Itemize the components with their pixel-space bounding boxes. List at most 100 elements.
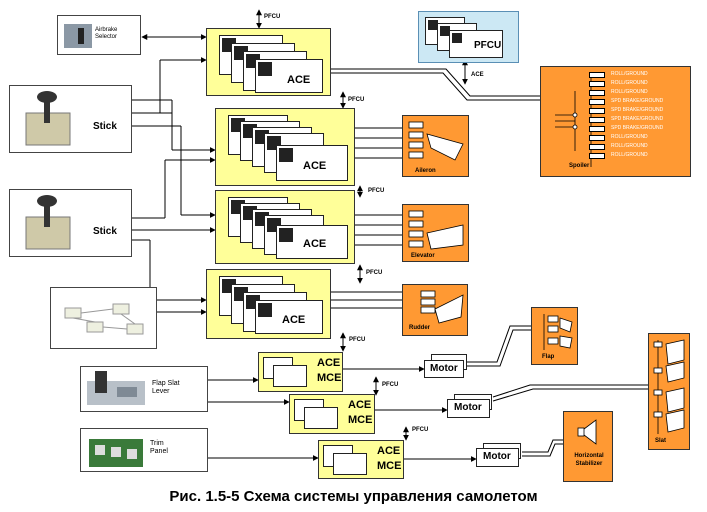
ace-elevator-unit: ACE (215, 190, 355, 264)
stick-icon (25, 91, 71, 146)
spoiler-line-label: ROLL/GROUND (611, 80, 648, 86)
ace-label: ACE (303, 160, 327, 172)
stick-panel-1 (9, 85, 132, 153)
ace-card (255, 300, 323, 334)
ace-mce-stabilizer-unit: ACE MCE (318, 440, 404, 479)
motor-label: Motor (430, 363, 458, 374)
spoiler-line-label: SPD BRAKE/GROUND (611, 107, 664, 113)
rudder-actuator-icon (420, 290, 464, 324)
ace-label: ACE (303, 238, 327, 250)
stabilizer-actuator-icon (577, 419, 597, 445)
trim-panel (80, 428, 208, 472)
ace-mce-slat-unit: ACE MCE (289, 394, 375, 434)
mce-card (333, 453, 367, 475)
flap-surface: Flap (531, 307, 578, 365)
pfcu-label: PFCU (348, 97, 365, 103)
pfcu-unit: PFCU (418, 11, 519, 63)
motor-flap: Motor (424, 360, 464, 378)
mce-label: MCE (377, 460, 402, 472)
pfcu-label: PFCU (368, 188, 385, 194)
ace-bus-label: ACE (471, 72, 484, 78)
rudder-pedals-icon (64, 303, 144, 335)
pfcu-label: PFCU (382, 382, 399, 388)
spoiler-line-label: ROLL/GROUND (611, 134, 648, 140)
flap-slat-lever-icon (87, 371, 145, 405)
ace-card (276, 225, 348, 259)
spoiler-line-label: ROLL/GROUND (611, 71, 648, 77)
slat-label: Slat (655, 438, 667, 444)
ace-card (255, 59, 323, 93)
spoiler-actuator-block (589, 144, 605, 150)
rudder-label: Rudder (409, 325, 430, 331)
ace-label: ACE (282, 314, 306, 326)
figure-caption: Рис. 1.5-5 Схема системы управления само… (169, 488, 538, 505)
pfcu-label: PFCU (366, 270, 383, 276)
spoiler-actuator-block (589, 126, 605, 132)
ace-label: ACE (287, 74, 311, 86)
aileron-surface: Aileron (402, 115, 469, 177)
mce-label: MCE (348, 414, 373, 426)
ace-label: ACE (348, 399, 372, 411)
ace-spoiler-unit: ACE (206, 28, 331, 96)
spoiler-actuator-block (589, 81, 605, 87)
motor-stabilizer: Motor (476, 448, 519, 467)
spoiler-actuator-block (589, 108, 605, 114)
ace-rudder-unit: ACE (206, 269, 331, 339)
pfcu-label: PFCU (412, 427, 429, 433)
mce-card (273, 365, 307, 387)
spoiler-line-label: ROLL/GROUND (611, 143, 648, 149)
spoiler-actuator-block (589, 153, 605, 159)
spoiler-actuator-block (589, 99, 605, 105)
pfcu-card (449, 30, 503, 58)
motor-slat: Motor (447, 399, 490, 418)
flap-slat-lever-panel (80, 366, 208, 412)
rudder-pedals-panel (50, 287, 157, 349)
slat-actuator-icon (653, 339, 685, 434)
flap-label: Flap (542, 354, 555, 360)
motor-label: Motor (454, 402, 482, 413)
pfcu-label: PFCU (264, 14, 281, 20)
spoiler-line-label: SPD BRAKE/GROUND (611, 125, 664, 131)
spoiler-actuator-block (589, 90, 605, 96)
ace-label: ACE (317, 357, 341, 369)
stick-label-2: Stick (93, 226, 117, 237)
elevator-surface: Elevator (402, 204, 469, 262)
ace-label: ACE (377, 445, 401, 457)
elevator-label: Elevator (411, 253, 435, 259)
trim-panel-icon (89, 439, 143, 467)
airbrake-selector-label: Airbrake Selector (95, 27, 118, 40)
slat-surface: Slat (648, 333, 690, 450)
horizontal-stabilizer-surface: Horizontal Stabilizer (563, 411, 613, 482)
pfcu-label: PFCU (349, 337, 366, 343)
spoiler-actuator-block (589, 117, 605, 123)
spoiler-label: Spoiler (569, 163, 590, 169)
spoiler-actuator-block (589, 72, 605, 78)
stick-icon (25, 195, 71, 250)
mce-label: MCE (317, 372, 342, 384)
airbrake-selector-panel (57, 15, 141, 55)
pfcu-box-label: PFCU (474, 40, 502, 51)
aileron-label: Aileron (415, 168, 436, 174)
spoiler-line-label: ROLL/GROUND (611, 89, 648, 95)
ace-mce-flap-unit: ACE MCE (258, 352, 343, 392)
horizontal-stabilizer-label: Horizontal Stabilizer (574, 453, 604, 467)
rudder-surface: Rudder (402, 284, 468, 336)
ace-card (276, 145, 348, 181)
motor-label: Motor (483, 451, 511, 462)
spoiler-actuator-block (589, 135, 605, 141)
ace-aileron-unit: ACE (215, 108, 355, 186)
trim-panel-label: Trim Panel (150, 440, 168, 455)
flap-actuator-icon (543, 314, 573, 350)
stick-panel-2 (9, 189, 132, 257)
airbrake-selector-icon (64, 24, 92, 48)
spoiler-line-label: SPD BRAKE/GROUND (611, 116, 664, 122)
elevator-actuator-icon (408, 210, 464, 250)
flap-slat-lever-label: Flap Slat Lever (152, 380, 180, 395)
spoiler-line-label: ROLL/GROUND (611, 152, 648, 158)
spoiler-surface: ROLL/GROUND ROLL/GROUND ROLL/GROUND SPD BRA… (540, 66, 691, 177)
stick-label-1: Stick (93, 121, 117, 132)
mce-card (304, 407, 338, 429)
spoiler-line-label: SPD BRAKE/GROUND (611, 98, 664, 104)
